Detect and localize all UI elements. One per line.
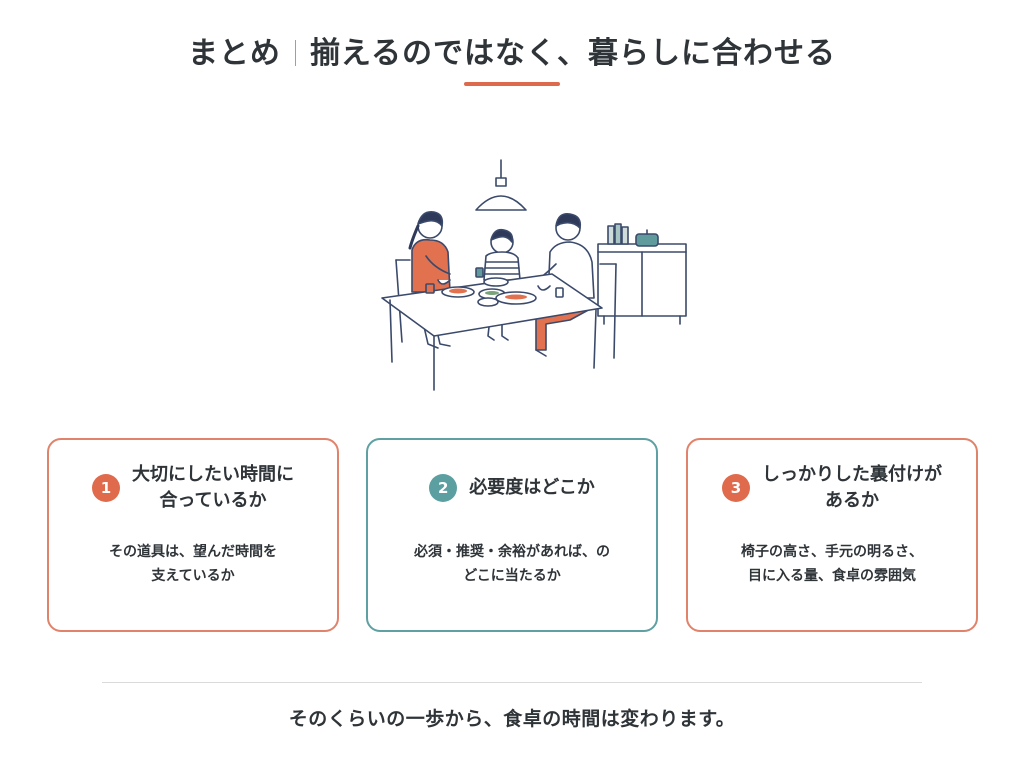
- family-dining-illustration: [381, 159, 687, 391]
- card-1-number-badge: 1: [92, 474, 120, 502]
- card-2-header: 2 必要度はどこか: [368, 458, 656, 518]
- card-2-number-badge: 2: [429, 474, 458, 502]
- title-separator: [294, 40, 296, 66]
- card-3-body: 椅子の高さ、手元の明るさ、 目に入る量、食卓の雰囲気: [741, 544, 923, 584]
- summary-card-3: 3 しっかりした裏付けが あるか 椅子の高さ、手元の明るさ、 目に入る量、食卓の…: [686, 438, 978, 632]
- card-2-body: 必須・推奨・余裕があれば、の どこに当たるか: [414, 544, 610, 584]
- page-title-left: まとめ: [187, 36, 281, 71]
- card-3-header: 3 しっかりした裏付けが あるか: [688, 458, 976, 518]
- card-3-title: しっかりした裏付けが あるか: [762, 464, 942, 511]
- footer-message: そのくらいの一歩から、食卓の時間は変わります。: [288, 708, 736, 730]
- title-underline: [464, 82, 560, 86]
- summary-card-1: 1 大切にしたい時間に 合っているか その道具は、望んだ時間を 支えているか: [47, 438, 339, 632]
- card-3-number-badge: 3: [722, 474, 750, 502]
- summary-card-2: 2 必要度はどこか 必須・推奨・余裕があれば、の どこに当たるか: [366, 438, 658, 632]
- card-2-title: 必要度はどこか: [469, 477, 595, 498]
- page-title: まとめ揃えるのではなく、暮らしに合わせる: [0, 28, 1024, 72]
- card-1-title: 大切にしたい時間に 合っているか: [132, 464, 294, 511]
- footer-divider: [102, 682, 922, 683]
- page-title-right: 揃えるのではなく、暮らしに合わせる: [309, 36, 837, 71]
- card-1-header: 1 大切にしたい時間に 合っているか: [49, 458, 337, 518]
- card-1-body: その道具は、望んだ時間を 支えているか: [109, 544, 277, 584]
